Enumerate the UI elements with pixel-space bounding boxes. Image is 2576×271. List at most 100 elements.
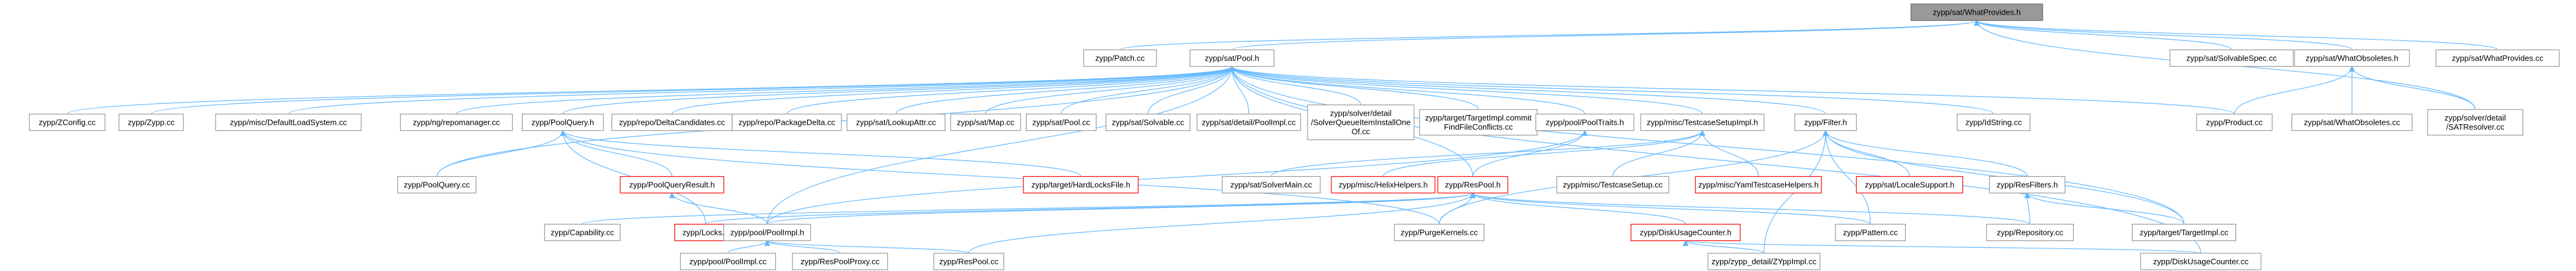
node-satresolver[interactable]: zypp/solver/detail/SATResolver.cc bbox=[2427, 109, 2523, 136]
node-targetimpl_commit[interactable]: zypp/target/TargetImpl.commitFindFileCon… bbox=[1419, 109, 1538, 136]
node-root[interactable]: zypp/sat/WhatProvides.h bbox=[1911, 3, 2043, 21]
node-box bbox=[933, 253, 1004, 270]
node-resfilters_h[interactable]: zypp/ResFilters.h bbox=[1989, 176, 2066, 194]
node-helixhelpers[interactable]: zypp/misc/HelixHelpers.h bbox=[1331, 176, 1436, 194]
node-label: zypp/IdString.cc bbox=[1966, 118, 2022, 127]
edge-respool_h-capability bbox=[582, 192, 1474, 225]
edge-pool_h-idstring bbox=[1231, 66, 1994, 114]
node-yamltestcase[interactable]: zypp/misc/YamlTestcaseHelpers.h bbox=[1695, 176, 1822, 194]
node-repomgr[interactable]: zypp/ng/repomanager.cc bbox=[400, 113, 513, 132]
node-targetimpl_cc[interactable]: zypp/target/TargetImpl.cc bbox=[2132, 223, 2236, 242]
node-purgekernels[interactable]: zypp/PurgeKernels.cc bbox=[1394, 223, 1485, 242]
edge-pool_h-diskusage_cc bbox=[1231, 66, 2201, 254]
node-solvablespec[interactable]: zypp/sat/SolvableSpec.cc bbox=[2169, 49, 2294, 67]
edge-pool_h-pooltraits_h bbox=[1231, 66, 1586, 114]
node-diskusage_h[interactable]: zypp/DiskUsageCounter.h bbox=[1630, 223, 1741, 242]
node-satpool_cc[interactable]: zypp/sat/Pool.cc bbox=[1025, 113, 1097, 132]
edge-root-patch bbox=[1119, 20, 1977, 51]
node-pattern[interactable]: zypp/Pattern.cc bbox=[1835, 223, 1906, 242]
node-respool_cc[interactable]: zypp/ResPool.cc bbox=[933, 253, 1004, 270]
node-solvermain[interactable]: zypp/sat/SolverMain.cc bbox=[1221, 176, 1321, 194]
node-poolquery_h[interactable]: zypp/PoolQuery.h bbox=[522, 113, 604, 132]
node-label: zypp/sat/LookupAttr.cc bbox=[856, 118, 936, 127]
edge-root-solvablespec bbox=[1976, 20, 2232, 51]
node-label: zypp/Patch.cc bbox=[1096, 54, 1145, 63]
node-label: zypp/ResFilters.h bbox=[1997, 180, 2058, 190]
node-label: zypp/Zypp.cc bbox=[128, 118, 175, 127]
node-label: zypp/sat/Pool.cc bbox=[1032, 118, 1090, 127]
node-pooltraits_h[interactable]: zypp/pool/PoolTraits.h bbox=[1535, 113, 1634, 132]
edge-diskusage_h-diskusage_cc bbox=[1685, 240, 2201, 254]
node-poolqueryresult[interactable]: zypp/PoolQueryResult.h bbox=[620, 176, 725, 194]
edge-poolqueryresult-poolimpl_h bbox=[671, 193, 768, 225]
node-box bbox=[1640, 113, 1765, 132]
edge-pool_h-targetimpl_commit bbox=[1231, 66, 1479, 110]
edge-pool_h-product bbox=[1231, 66, 2235, 114]
node-box bbox=[400, 113, 513, 132]
node-box bbox=[1556, 176, 1669, 194]
node-label: zypp/PurgeKernels.cc bbox=[1400, 228, 1478, 237]
edge-poolquery_h-hardlocks bbox=[562, 130, 1081, 177]
node-label: zypp/sat/SolverMain.cc bbox=[1231, 180, 1312, 190]
node-box bbox=[1630, 223, 1741, 242]
node-whatprov_cc[interactable]: zypp/sat/WhatProvides.cc bbox=[2435, 49, 2560, 67]
node-box bbox=[2294, 49, 2410, 67]
edge-pool_h-repomgr bbox=[456, 66, 1232, 114]
node-lookupattr[interactable]: zypp/sat/LookupAttr.cc bbox=[846, 113, 946, 132]
node-solvable_cc[interactable]: zypp/sat/Solvable.cc bbox=[1105, 113, 1191, 132]
node-product[interactable]: zypp/Product.cc bbox=[2196, 113, 2273, 132]
node-testcase_h[interactable]: zypp/misc/TestcaseSetupImpl.h bbox=[1640, 113, 1765, 132]
node-satpoolimpl_cc[interactable]: zypp/sat/detail/PoolImpl.cc bbox=[1196, 113, 1301, 132]
node-localesupport[interactable]: zypp/sat/LocaleSupport.h bbox=[1856, 176, 1964, 194]
node-box bbox=[397, 176, 477, 194]
node-idstring[interactable]: zypp/IdString.cc bbox=[1956, 113, 2030, 132]
edge-respool_h-locks_h bbox=[705, 192, 1474, 225]
node-pkgdelta[interactable]: zypp/repo/PackageDelta.cc bbox=[731, 113, 842, 132]
node-diskusage_cc[interactable]: zypp/DiskUsageCounter.cc bbox=[2140, 253, 2262, 270]
arrowhead bbox=[1581, 130, 1588, 136]
node-box bbox=[1419, 109, 1538, 136]
node-poolimpl_cc[interactable]: zypp/pool/PoolImpl.cc bbox=[679, 253, 776, 270]
node-box bbox=[119, 113, 184, 132]
node-respool_h[interactable]: zypp/ResPool.h bbox=[1437, 176, 1509, 194]
node-map_cc[interactable]: zypp/sat/Map.cc bbox=[950, 113, 1021, 132]
node-label: zypp/PoolQuery.h bbox=[532, 118, 594, 127]
edge-pool_h-lookupattr bbox=[895, 66, 1232, 114]
node-pool_h[interactable]: zypp/sat/Pool.h bbox=[1190, 49, 1275, 67]
node-defaultload[interactable]: zypp/misc/DefaultLoadSystem.cc bbox=[215, 113, 362, 132]
edge-poolimpl_h-respoolproxy bbox=[767, 240, 841, 254]
node-label: Of.cc bbox=[1352, 127, 1370, 136]
node-box bbox=[1023, 176, 1139, 194]
node-deltacand[interactable]: zypp/repo/DeltaCandidates.cc bbox=[611, 113, 733, 132]
node-box bbox=[1911, 3, 2043, 21]
node-poolquery_cc[interactable]: zypp/PoolQuery.cc bbox=[397, 176, 477, 194]
node-capability[interactable]: zypp/Capability.cc bbox=[544, 223, 621, 242]
node-label: zypp/sat/Solvable.cc bbox=[1112, 118, 1185, 127]
node-hardlocks[interactable]: zypp/target/HardLocksFile.h bbox=[1023, 176, 1139, 194]
node-label: zypp/misc/HelixHelpers.h bbox=[1339, 180, 1428, 190]
node-label: zypp/sat/WhatProvides.cc bbox=[2452, 54, 2544, 63]
node-filter_h[interactable]: zypp/Filter.h bbox=[1794, 113, 1857, 132]
node-respoolproxy[interactable]: zypp/ResPoolProxy.cc bbox=[792, 253, 888, 270]
node-patch[interactable]: zypp/Patch.cc bbox=[1083, 49, 1157, 67]
node-whatobs_h[interactable]: zypp/sat/WhatObsoletes.h bbox=[2294, 49, 2410, 67]
node-box bbox=[1956, 113, 2030, 132]
edge-pool_h-satpool_cc bbox=[1061, 66, 1232, 114]
node-repository[interactable]: zypp/Repository.cc bbox=[1986, 223, 2074, 242]
node-zyppdetail[interactable]: zypp/zypp_detail/ZYppImpl.cc bbox=[1707, 253, 1821, 270]
node-zconfig[interactable]: zypp/ZConfig.cc bbox=[29, 113, 106, 132]
edge-respool_h-diskusage_h bbox=[1472, 193, 1686, 225]
node-poolimpl_h[interactable]: zypp/pool/PoolImpl.h bbox=[723, 223, 811, 242]
node-box bbox=[1856, 176, 1964, 194]
node-zypp_cc[interactable]: zypp/Zypp.cc bbox=[119, 113, 184, 132]
node-label: zypp/Pattern.cc bbox=[1843, 228, 1898, 237]
node-whatobs_cc[interactable]: zypp/sat/WhatObsoletes.cc bbox=[2291, 113, 2413, 132]
edge-filter_h-pattern bbox=[1825, 130, 1871, 225]
node-label: zypp/target/TargetImpl.commit bbox=[1425, 113, 1532, 122]
node-box bbox=[522, 113, 604, 132]
node-testcasesetup[interactable]: zypp/misc/TestcaseSetup.cc bbox=[1556, 176, 1669, 194]
node-queueitem[interactable]: zypp/solver/detail/SolverQueueItemInstal… bbox=[1307, 104, 1414, 141]
node-label: zypp/misc/TestcaseSetup.cc bbox=[1563, 180, 1663, 190]
edge-filter_h-resfilters_h bbox=[1825, 130, 2028, 177]
node-box bbox=[1221, 176, 1321, 194]
